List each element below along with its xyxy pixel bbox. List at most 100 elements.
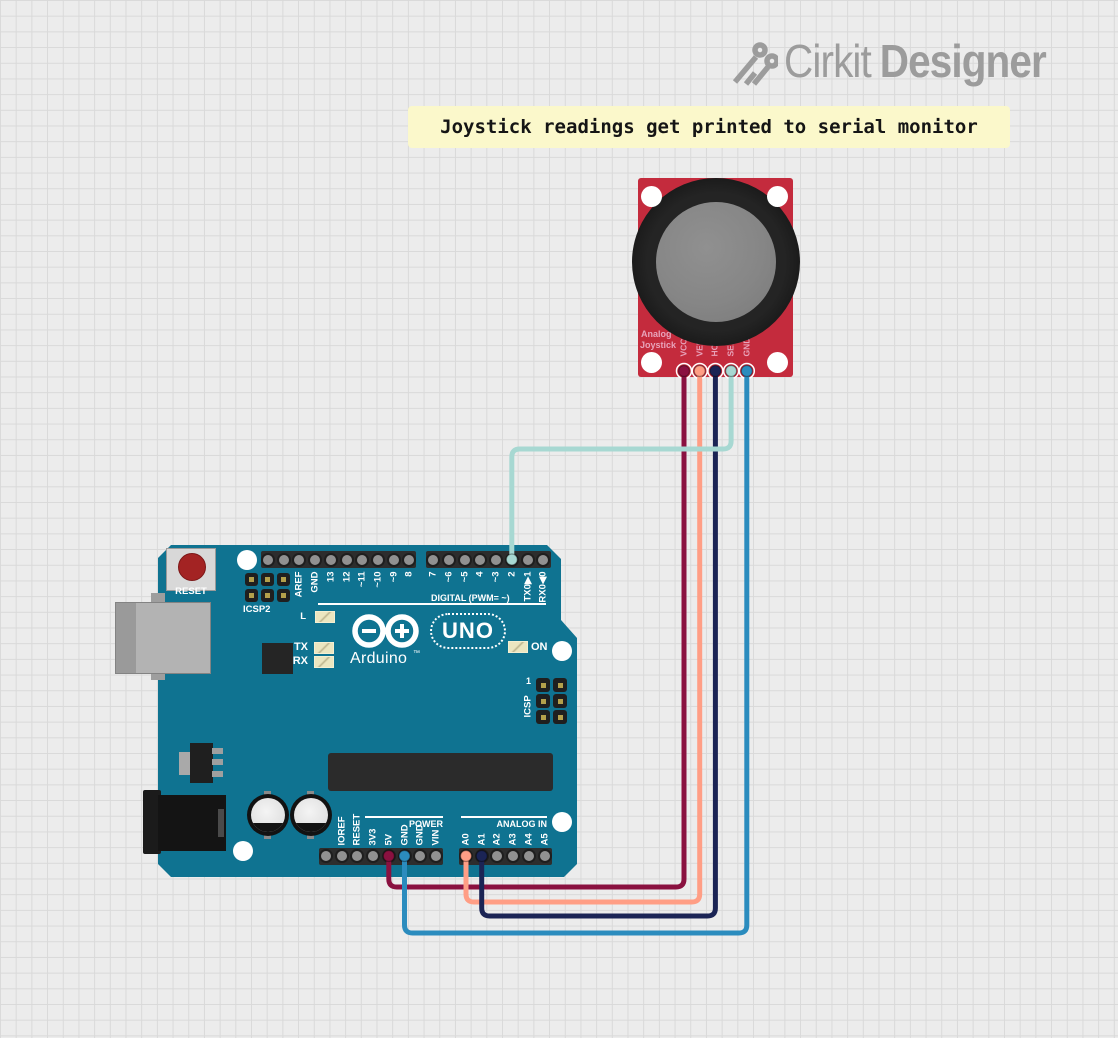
regulator-leg <box>212 759 223 765</box>
reset-button-cap[interactable] <box>178 553 206 581</box>
logo-cirkit: Cirkit <box>784 35 872 87</box>
reset-label: RESET <box>175 586 207 597</box>
capacitor-lead <box>264 834 271 839</box>
regulator-tab <box>179 752 190 775</box>
joystick-knob[interactable] <box>656 202 776 322</box>
wire-sel-d2-endpoint[interactable] <box>505 553 518 566</box>
pin-header-strip <box>426 551 551 568</box>
header-pin[interactable] <box>473 552 488 567</box>
header-pin[interactable] <box>402 552 417 567</box>
icsp-pin[interactable] <box>536 678 550 692</box>
joystick-label-line1: Analog <box>641 329 672 339</box>
header-pin[interactable] <box>261 552 275 567</box>
header-pin[interactable] <box>506 849 521 863</box>
header-pin[interactable] <box>457 552 472 567</box>
led-on <box>508 641 528 653</box>
header-pin[interactable] <box>366 849 381 863</box>
header-pin[interactable] <box>489 552 504 567</box>
icsp-pin[interactable] <box>553 710 567 724</box>
icsp-pin[interactable] <box>536 694 550 708</box>
usb-connector <box>115 602 211 674</box>
header-pin[interactable] <box>537 849 552 863</box>
header-pin[interactable] <box>350 849 365 863</box>
mount-hole <box>766 185 788 207</box>
mount-hole <box>552 812 572 832</box>
icsp-pin[interactable] <box>536 710 550 724</box>
wire-vert-a0[interactable] <box>463 368 703 905</box>
led-rx <box>314 656 334 668</box>
header-pin[interactable] <box>308 552 323 567</box>
mount-hole <box>552 641 572 661</box>
icsp-pin[interactable] <box>553 694 567 708</box>
icsp2-pin[interactable] <box>245 589 258 602</box>
power-caption: POWER <box>408 819 443 829</box>
wire-gnd-gnd-endpoint[interactable] <box>398 849 411 863</box>
icsp2-pin[interactable] <box>261 573 274 586</box>
header-pin[interactable] <box>442 552 456 567</box>
icsp2-pin[interactable] <box>277 573 290 586</box>
mount-hole <box>766 351 788 373</box>
power-separator-line <box>365 816 443 818</box>
header-pin[interactable] <box>426 552 441 567</box>
led-on-label: ON <box>531 641 548 653</box>
digital-separator-line <box>318 603 546 605</box>
analog-separator-line <box>461 816 547 818</box>
led-tx <box>314 642 334 654</box>
wire-vcc-5v-endpoint[interactable] <box>677 364 691 378</box>
capacitor <box>290 794 332 836</box>
header-pin[interactable] <box>370 552 385 567</box>
icsp-pin[interactable] <box>553 678 567 692</box>
analog-caption: ANALOG IN <box>496 819 548 829</box>
wire-vcc-5v-endpoint[interactable] <box>382 849 395 863</box>
header-pin[interactable] <box>490 849 505 863</box>
header-pin[interactable] <box>355 552 370 567</box>
led-l-label: L <box>300 611 306 622</box>
usb-tab <box>151 670 165 680</box>
atmega-chip <box>328 753 553 791</box>
header-pin[interactable] <box>536 552 551 567</box>
led-l <box>315 611 335 623</box>
header-pin[interactable] <box>520 552 535 567</box>
capacitor <box>247 794 289 836</box>
logo-designer: Designer <box>879 35 1047 87</box>
pin-header-strip <box>319 848 443 865</box>
wire-horz-a1[interactable] <box>479 368 718 919</box>
annotation-note[interactable]: Joystick readings get printed to serial … <box>408 106 1010 148</box>
header-pin[interactable] <box>276 552 291 567</box>
header-pin[interactable] <box>292 552 307 567</box>
wire-vert-a0-endpoint[interactable] <box>459 849 473 863</box>
joystick-label-line2: Joystick <box>640 340 677 350</box>
mount-hole <box>237 550 257 570</box>
wire-sel-d2[interactable] <box>509 368 734 562</box>
wire-vcc-5v[interactable] <box>386 368 687 890</box>
power-jack-barrel <box>158 795 226 851</box>
header-pin[interactable] <box>413 849 428 863</box>
header-pin[interactable] <box>323 552 338 567</box>
icsp2-pin[interactable] <box>277 589 290 602</box>
wire-gnd-gnd-endpoint[interactable] <box>740 364 753 378</box>
icsp2-pin[interactable] <box>261 589 274 602</box>
regulator-leg <box>212 748 223 754</box>
arduino-infinity-logo <box>352 614 419 648</box>
header-pin[interactable] <box>339 552 354 567</box>
usb-interface-chip <box>262 643 293 674</box>
wire-gnd-gnd[interactable] <box>402 368 750 936</box>
wire-sel-d2-endpoint[interactable] <box>724 364 738 378</box>
led-rx-label: RX <box>292 655 308 667</box>
wire-horz-a1-endpoint[interactable] <box>709 364 722 378</box>
digital-caption: DIGITAL (PWM= ~) <box>428 593 513 603</box>
capacitor-lead <box>307 834 314 839</box>
header-pin[interactable] <box>334 849 349 863</box>
icsp2-pin[interactable] <box>245 573 258 586</box>
wire-vert-a0-endpoint[interactable] <box>693 364 706 378</box>
header-pin[interactable] <box>386 552 401 567</box>
mount-hole <box>640 185 662 207</box>
capacitor-lead <box>264 791 271 796</box>
wire-horz-a1-endpoint[interactable] <box>475 849 488 863</box>
header-pin[interactable] <box>521 849 536 863</box>
header-pin[interactable] <box>319 849 333 863</box>
header-pin[interactable] <box>428 849 443 863</box>
arduino-tm: ™ <box>413 650 420 657</box>
